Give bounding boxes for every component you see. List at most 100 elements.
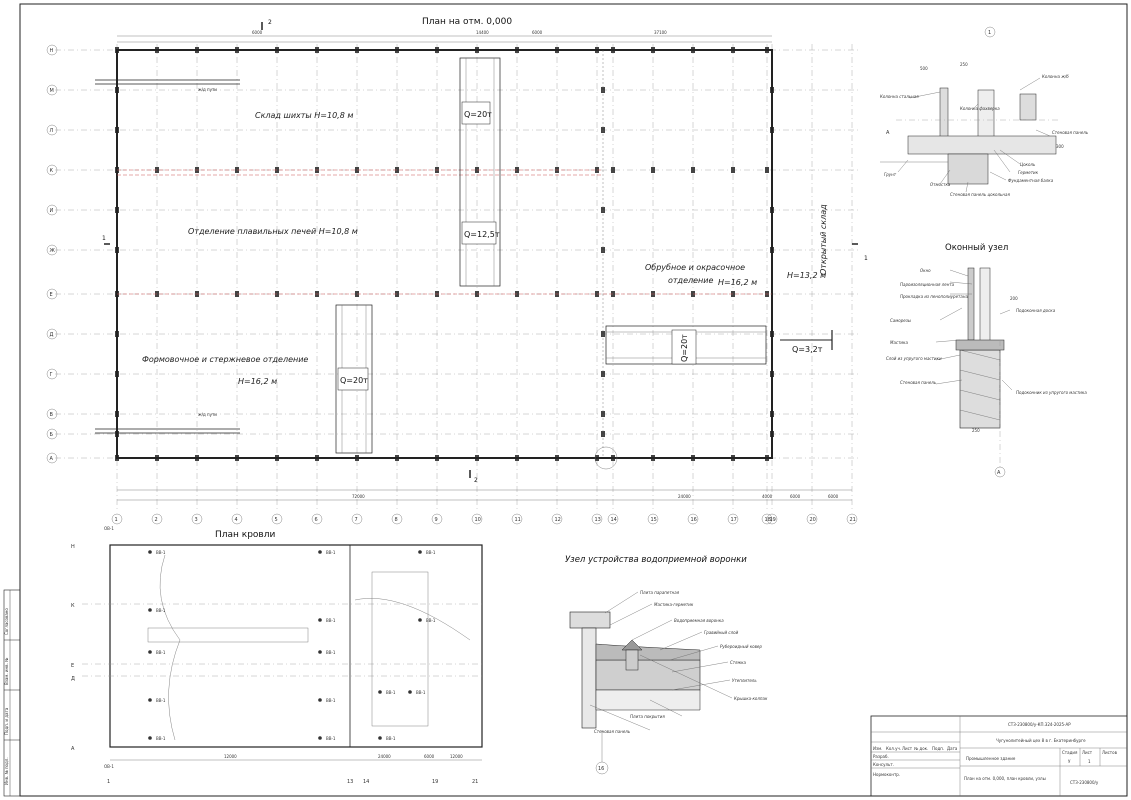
roof-axis-row-2: К [71,603,75,609]
callout-leader [659,631,703,651]
row-axis-bubble [46,244,58,256]
dim-bottom-4: 6000 [790,494,801,499]
node-1-axis: А [886,130,890,136]
roof-funnel-icon [408,690,412,694]
column-axis-bubble [727,513,739,525]
crane-5-label: Q=3,2т [792,345,823,354]
column-axis-label: 14 [611,517,617,523]
column-axis-bubble [391,513,403,525]
callout-leader [999,149,1021,165]
roof-funnel-label: ВВ-1 [156,698,166,703]
roof-dim-2: 24000 [378,754,391,759]
callout-text: Мастика [890,340,908,345]
dim-bottom-5: 6000 [828,494,839,499]
rail-label-bottom: ж/д пути [198,412,217,417]
callout-leader [949,281,973,285]
roof-funnel-icon [318,650,322,654]
column-axis-label: 13 [595,517,601,523]
callout-leader [949,269,969,277]
callout-text: Мастика-герметик [654,602,694,607]
callout-leader [935,339,961,343]
stamp-code: СТЗ-230800/у-КП.324-2025-АР [1008,722,1071,727]
column-axis-bubble [647,513,659,525]
callout-leader [935,379,963,385]
column-axis-label: 16 [691,517,697,523]
crane-1-label: Q=20т [464,110,492,119]
callout-text: Стеновая панель [594,729,631,734]
roof-funnel-icon [148,698,152,702]
stamp-stage-h: Стадия [1062,750,1078,755]
callout-leader [639,654,733,699]
column-axis-bubble [191,513,203,525]
column-axis-bubble [761,513,773,525]
row-axis-label: Л [50,128,54,134]
stamp-person-3: Нормоконтр. [873,772,900,777]
row-axis-label: М [50,88,54,94]
roof-funnel-label: ВВ-1 [156,736,166,741]
roof-plan [82,544,483,748]
stamp-col-1: Изм. [873,746,882,751]
roof-vent-label: ОВ-1 [104,764,114,769]
node-1-detail: 1 500 250 300 А [880,26,1064,185]
dim-top-1: 6000 [252,30,263,35]
stamp-col-3: Лист [902,746,913,751]
stamp-sheet-num: 1 [1088,759,1091,764]
callout-text: Подоконная доска [1016,308,1056,313]
roof-funnel-icon [148,550,152,554]
column-marker [731,167,735,173]
callout-leader [935,354,961,361]
roof-funnel-icon [418,550,422,554]
side-stamp-sign: Подп. и дата [4,707,9,735]
callout-leader [589,704,651,731]
roof-funnel-label: ВВ-1 [156,608,166,613]
window-dim-2: 200 [1010,296,1018,301]
callout-text: Подоконник из упругого мастика [1016,390,1087,395]
roof-funnel-label: ВВ-1 [156,650,166,655]
roof-funnel-label: ВВ-1 [426,618,436,623]
stamp-person-1: Разраб. [873,754,889,759]
callout-leader [909,91,941,99]
row-axis-label: И [50,208,54,214]
column-axis-bubble [271,513,283,525]
row-axis-bubble [46,408,58,420]
row-axis-label: Б [50,432,54,438]
roof-axis-col-4: 19 [432,779,438,785]
section-mark-2-bottom: 2 [474,477,478,484]
callout-text: Рубероидный ковер [720,644,762,649]
zone-warehouse: Склад шихты Н=10,8 м [255,111,353,120]
stamp-project: Чугунолитейный цех 8 в г. Екатеринбурге [996,738,1086,743]
callout-leader [631,619,673,641]
column-axis-label: 7 [355,517,358,523]
column-axis-label: 18 [765,517,771,523]
callout-text: Плита покрытия [630,714,665,719]
row-axis-label: Ж [50,248,56,254]
roof-title: План кровли [215,530,275,540]
callout-text: Утеплитель [732,678,757,683]
dim-bottom-2: 24000 [678,494,691,499]
callout-leader [989,171,1007,181]
roof-funnel-icon [318,550,322,554]
crane-1: Q=20т [459,57,501,287]
column-axis-bubble [431,513,443,525]
row-axis-label: В [50,412,54,418]
callout-leader [1001,379,1013,391]
column-axis-bubble [591,513,603,525]
stamp-person-2: Консульт. [873,762,894,767]
column-axis-label: 5 [275,517,278,523]
plan-column-markers [115,47,774,461]
side-stamp-inv: Инв. № подл. [4,757,9,785]
node-1-dim-3: 300 [1056,144,1064,149]
callout-text: Колонна фахверка [960,106,1000,111]
callout-text: Слой из упругого мастики [886,356,942,361]
roof-funnel-label: ВВ-1 [326,736,336,741]
callout-leader [604,591,639,614]
row-axis-bubble [46,328,58,340]
column-axis-bubble [111,513,123,525]
callout-text: Плита парапетная [640,590,680,595]
stamp-col-2: Кол.уч. [886,746,901,751]
row-axis-label: Н [50,48,54,54]
row-axis-label: А [50,456,54,462]
callout-leader [1035,129,1051,137]
